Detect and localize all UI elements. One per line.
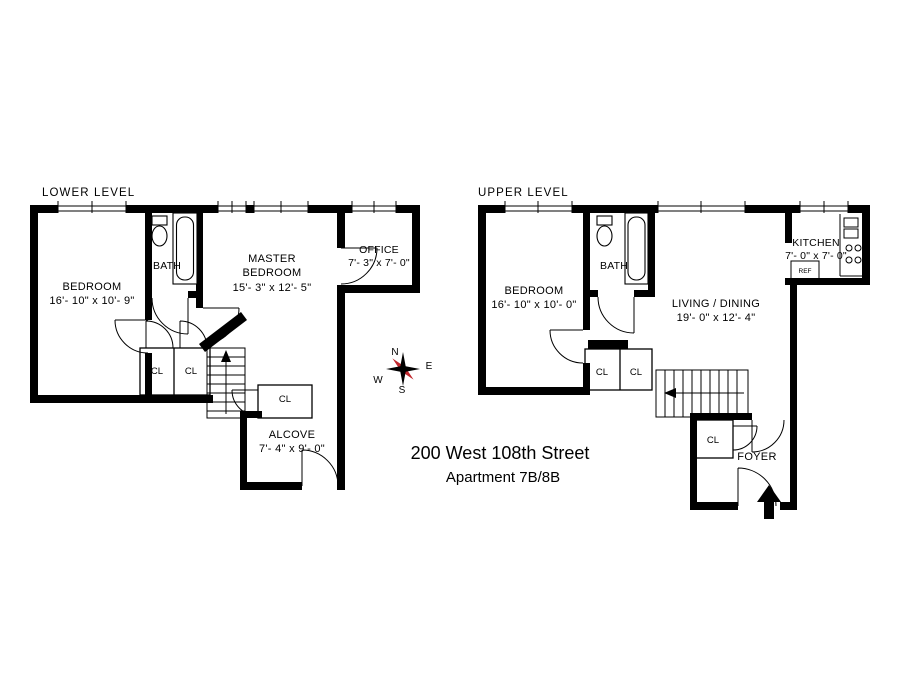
entry-arrow-icon xyxy=(757,485,781,519)
upper-closets xyxy=(584,348,734,459)
upper-bedroom-label: BEDROOM xyxy=(505,285,564,297)
address-line1: 200 West 108th Street xyxy=(411,443,590,463)
kitchen-counter xyxy=(839,214,862,277)
living-dining-label: LIVING / DINING xyxy=(672,298,760,310)
lower-bath-door-arc xyxy=(151,297,189,335)
foyer-living-door-arc xyxy=(751,419,785,453)
closet-box xyxy=(257,384,313,419)
lower-level-plan: LOWER LEVEL xyxy=(30,187,420,490)
lower-bath-label: BATH xyxy=(153,260,181,272)
address-line2: Apartment 7B/8B xyxy=(446,469,560,486)
master-bedroom-label-line2: BEDROOM xyxy=(243,267,302,279)
closet-box xyxy=(584,348,653,391)
lower-bedroom-dims: 16'- 10" x 10'- 9" xyxy=(49,295,134,307)
office-label: OFFICE xyxy=(359,244,399,256)
compass-star xyxy=(386,352,420,386)
lower-closets xyxy=(139,347,313,419)
lower-closet3-label: CL xyxy=(279,394,291,405)
alcove-label: ALCOVE xyxy=(269,429,315,441)
toilet-icon xyxy=(596,215,613,226)
lower-closet1-door-arc xyxy=(145,320,174,349)
upper-bath-door-arc xyxy=(597,296,635,334)
lower-alcove-entry-door-arc xyxy=(301,449,339,487)
stove-burner-icon xyxy=(854,244,862,252)
compass-rose: N E S W xyxy=(373,347,432,396)
kitchen-fittings xyxy=(790,214,862,281)
toilet-icon xyxy=(596,225,613,247)
compass-south-label: S xyxy=(399,385,406,396)
upper-bath-fixtures xyxy=(596,212,649,285)
upper-bedroom-door-arc xyxy=(549,329,584,364)
stove-burner-icon xyxy=(854,256,862,264)
toilet-icon xyxy=(151,215,168,226)
toilet-icon xyxy=(151,225,168,247)
compass-north-label: N xyxy=(391,347,398,358)
lower-diagonal-wall xyxy=(199,312,247,352)
closet-box xyxy=(692,419,734,459)
upper-bath-label: BATH xyxy=(600,260,628,272)
living-dining-dims: 19'- 0" x 12'- 4" xyxy=(677,312,756,324)
refrigerator-icon xyxy=(790,260,820,281)
upper-closet2-label: CL xyxy=(630,367,642,378)
lower-closet2-door-arc xyxy=(179,320,208,349)
address-block: 200 West 108th Street Apartment 7B/8B xyxy=(411,443,590,486)
kitchen-label: KITCHEN xyxy=(792,237,840,249)
bathtub-icon xyxy=(175,216,195,281)
kitchen-dims: 7'- 0" x 7'- 0" xyxy=(785,250,847,262)
lower-stairs xyxy=(206,347,246,419)
foyer-label: FOYER xyxy=(737,451,776,463)
stairs-outline xyxy=(206,347,246,419)
lower-bedroom-label: BEDROOM xyxy=(63,281,122,293)
refrigerator-label: REF xyxy=(799,268,812,275)
upper-level-title: UPPER LEVEL xyxy=(478,187,569,199)
lower-closet1-label: CL xyxy=(151,366,163,377)
master-bedroom-label-line1: MASTER xyxy=(248,253,296,265)
lower-closet2-label: CL xyxy=(185,366,197,377)
upper-closet3-label: CL xyxy=(707,435,719,446)
office-dims: 7'- 3" x 7'- 0" xyxy=(348,257,410,269)
stove-burner-icon xyxy=(845,244,853,252)
lower-office-door-arc xyxy=(340,247,378,285)
compass-west-label: W xyxy=(373,375,383,386)
lower-walls xyxy=(30,205,420,490)
lower-bedroom-door-arc xyxy=(114,319,149,354)
alcove-dims: 7'- 4" x 9'- 0" xyxy=(259,443,325,455)
master-bedroom-dims: 15'- 3" x 12'- 5" xyxy=(233,282,312,294)
upper-walls xyxy=(478,205,870,510)
upper-windows xyxy=(504,201,849,213)
compass-ew-point-icon xyxy=(386,365,420,373)
sink-icon xyxy=(843,217,859,228)
lower-master-door-arc xyxy=(202,307,240,345)
closet-box xyxy=(139,347,211,396)
foyer-closet-door-arc xyxy=(732,425,758,451)
bathtub-icon xyxy=(627,216,646,281)
upper-level-plan: UPPER LEVEL xyxy=(478,187,870,519)
lower-bath-fixtures xyxy=(151,212,198,285)
upper-stairs xyxy=(655,369,749,418)
stair-arrow-icon xyxy=(664,388,676,398)
compass-east-label: E xyxy=(426,361,433,372)
upper-bedroom-dims: 16'- 10" x 10'- 0" xyxy=(491,299,576,311)
lower-windows xyxy=(57,201,397,213)
sink-icon xyxy=(843,228,859,239)
stairs-outline xyxy=(655,369,749,418)
lower-level-title: LOWER LEVEL xyxy=(42,187,135,199)
upper-closet1-label: CL xyxy=(596,367,608,378)
stove-burner-icon xyxy=(845,256,853,264)
stair-arrow-icon xyxy=(221,350,231,362)
